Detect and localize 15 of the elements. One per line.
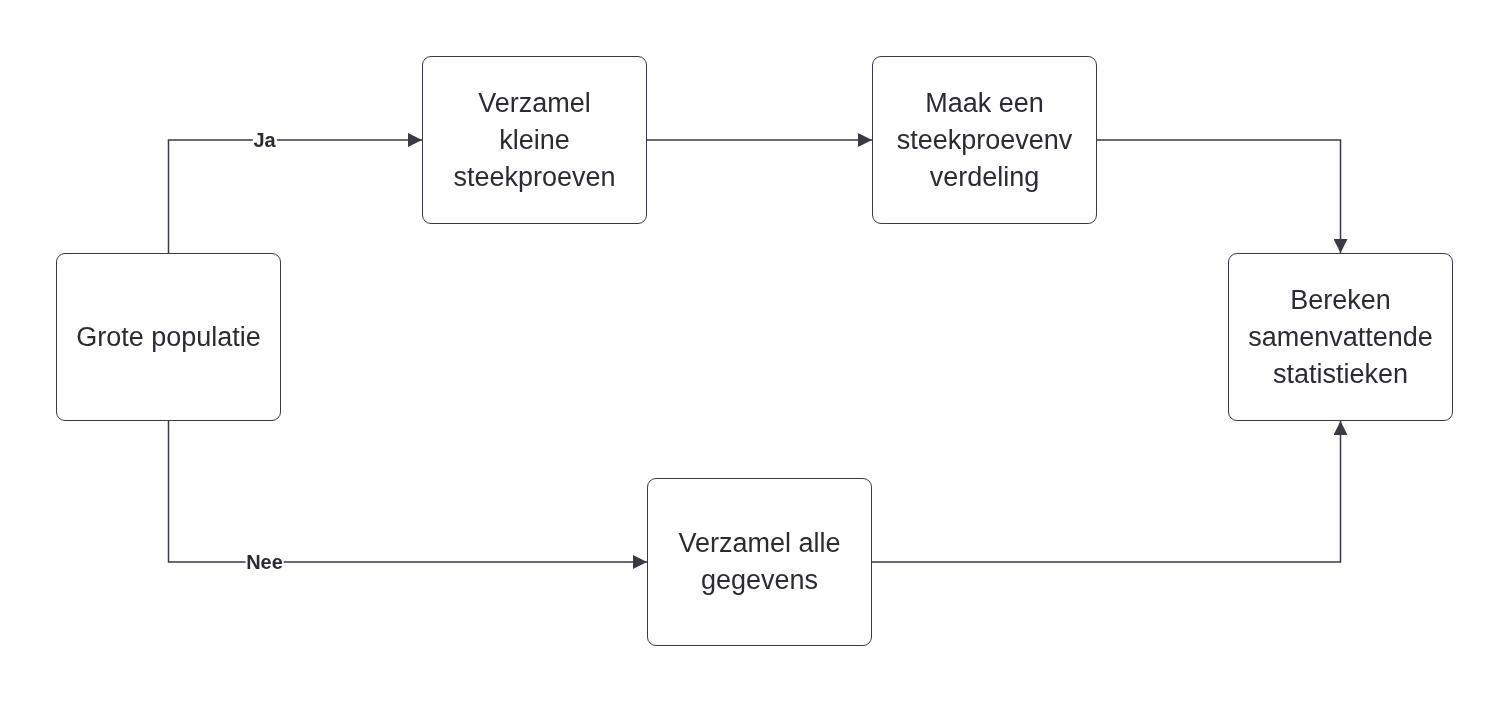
process-box [56, 253, 281, 421]
arrow [1096, 139, 1348, 254]
box-text: Verzamel alle gegevens [677, 527, 842, 597]
arrow [167, 420, 648, 569]
box-text: Maak een steekproevenv verdeling [895, 86, 1074, 194]
process-box [422, 56, 647, 224]
box-text: Grote populatie [76, 320, 261, 354]
box-text: Bereken samenvattende statistieken [1247, 283, 1434, 391]
arrow [646, 133, 873, 147]
arrow [167, 133, 423, 254]
process-box [1228, 253, 1453, 421]
process-box [647, 478, 872, 646]
box-text: Verzamel kleine steekproeven [452, 86, 617, 194]
arrow [871, 420, 1348, 563]
process-box [872, 56, 1097, 224]
